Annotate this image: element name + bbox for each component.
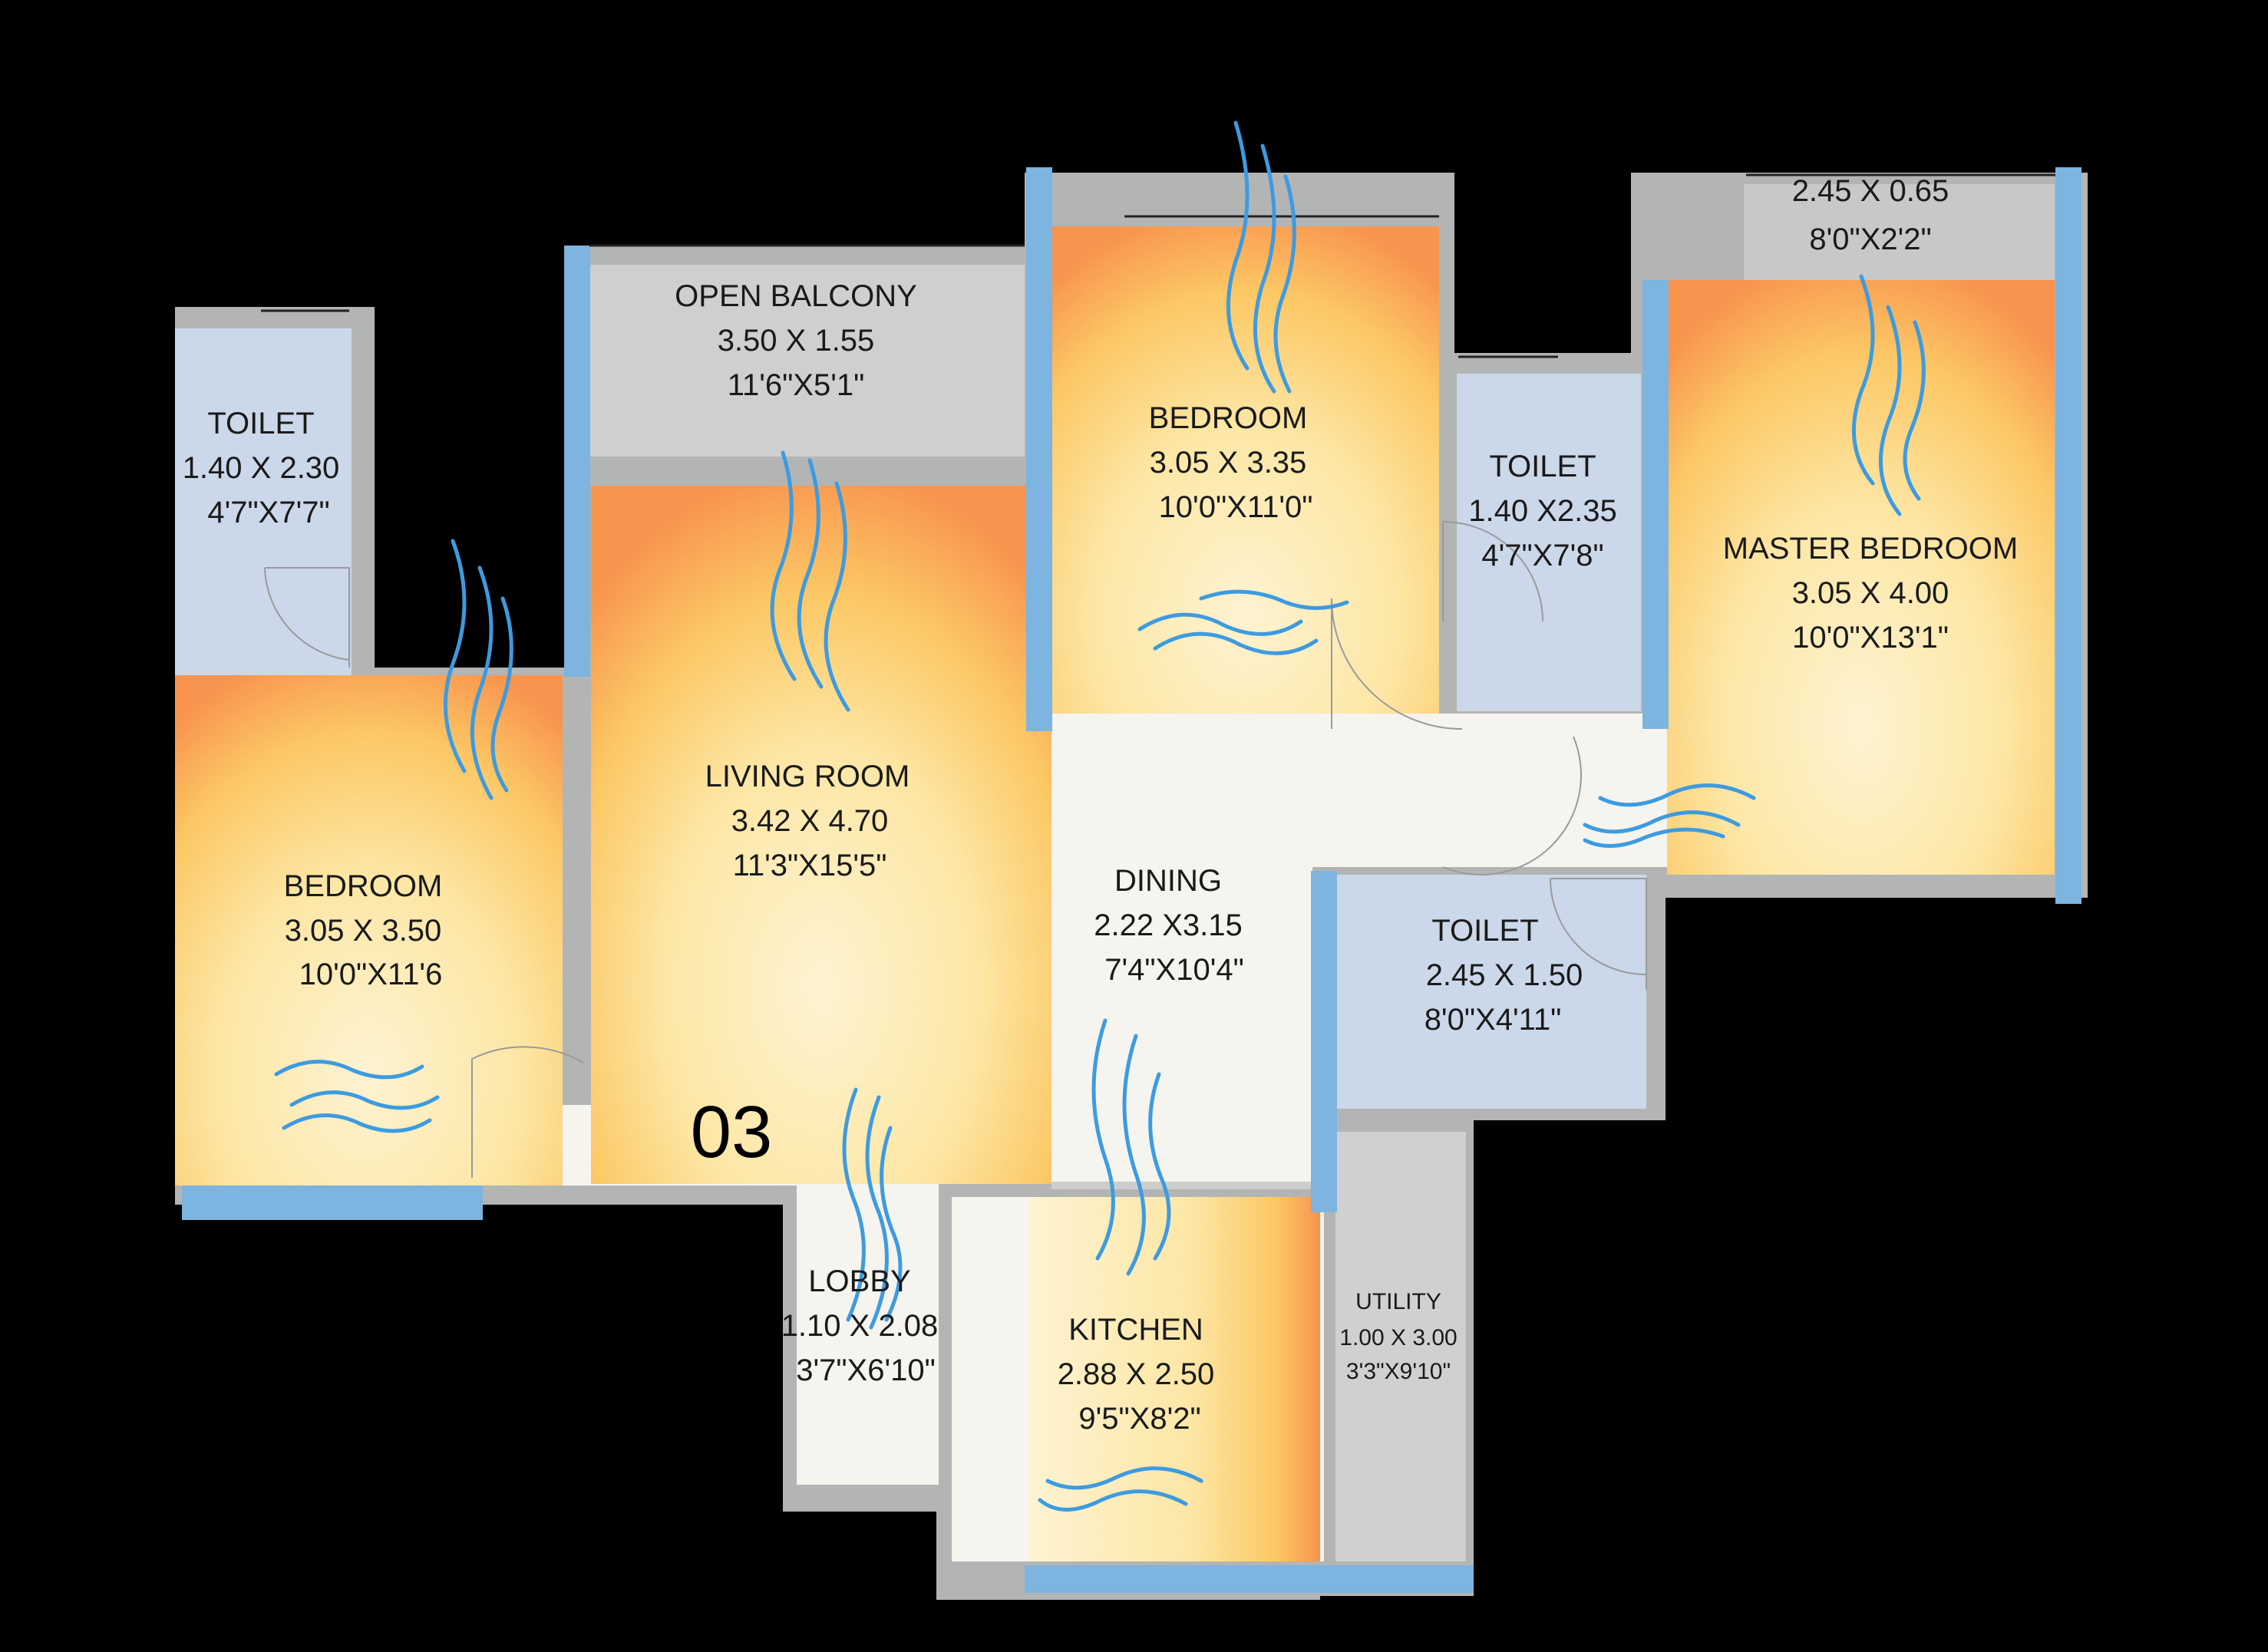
kitchen-name: KITCHEN: [1068, 1313, 1203, 1347]
doors: [264, 520, 1647, 1178]
dining-metric: 2.22 X3.15: [1094, 908, 1243, 942]
living-room-metric: 3.42 X 4.70: [731, 804, 889, 838]
master-balcony-metric: 2.45 X 0.65: [1792, 174, 1949, 208]
room-labels: TOILET 1.40 X 2.30 4'7"X7'7" BEDROOM 3.0…: [183, 174, 2019, 1436]
kitchen-metric: 2.88 X 2.50: [1058, 1357, 1215, 1391]
living-room-floor: [591, 486, 1051, 1184]
window-lines: [261, 173, 2055, 358]
toilet-right-name: TOILET: [1431, 914, 1538, 948]
toilet-right-imperial: 8'0"X4'11": [1425, 1003, 1562, 1037]
label-dining: DINING 2.22 X3.15 7'4"X10'4": [1094, 864, 1244, 987]
open-balcony-name: OPEN BALCONY: [675, 279, 917, 313]
toilet-right-floor: [1335, 875, 1646, 1109]
label-open-balcony: OPEN BALCONY 3.50 X 1.55 11'6"X5'1": [675, 279, 917, 402]
airflow-arrows: [274, 120, 1926, 1512]
unit-number: 03: [691, 1091, 773, 1173]
master-bedroom-floor: [1667, 280, 2055, 875]
toilet-right-metric: 2.45 X 1.50: [1426, 958, 1583, 992]
label-living-room: LIVING ROOM 3.42 X 4.70 11'3"X15'5": [705, 760, 910, 882]
toilet-mid-floor: [1457, 374, 1641, 711]
master-balcony-imperial: 8'0"X2'2": [1809, 223, 1931, 256]
label-master-balcony: 2.45 X 0.65 8'0"X2'2": [1792, 174, 1949, 256]
bedroom-top-imperial: 10'0"X11'0": [1159, 490, 1313, 524]
floors: [175, 184, 2055, 1561]
toilet-mid-name: TOILET: [1489, 450, 1596, 483]
lobby-imperial: 3'7"X6'10": [796, 1354, 936, 1387]
label-bedroom-top: BEDROOM 3.05 X 3.35 10'0"X11'0": [1149, 401, 1313, 524]
label-lobby: LOBBY 1.10 X 2.08 3'7"X6'10": [781, 1265, 939, 1387]
bedroom-top-metric: 3.05 X 3.35: [1150, 446, 1307, 480]
dining-imperial: 7'4"X10'4": [1104, 953, 1244, 987]
label-toilet-left: TOILET 1.40 X 2.30 4'7"X7'7": [183, 407, 340, 529]
label-bedroom-left: BEDROOM 3.05 X 3.50 10'0"X11'6: [284, 869, 443, 991]
kitchen-floor: [1028, 1197, 1320, 1561]
dining-name: DINING: [1114, 864, 1222, 898]
windows: [182, 167, 2081, 1593]
bedroom-top-name: BEDROOM: [1149, 401, 1308, 435]
toilet-mid-metric: 1.40 X2.35: [1468, 494, 1617, 528]
toilet-left-floor: [175, 328, 352, 678]
toilet-left-metric: 1.40 X 2.30: [183, 451, 340, 485]
lobby-metric: 1.10 X 2.08: [781, 1309, 939, 1343]
living-room-name: LIVING ROOM: [705, 760, 910, 793]
label-toilet-right: TOILET 2.45 X 1.50 8'0"X4'11": [1425, 914, 1583, 1037]
toilet-left-name: TOILET: [207, 407, 314, 440]
utility-name: UTILITY: [1355, 1289, 1441, 1314]
master-bedroom-metric: 3.05 X 4.00: [1792, 576, 1949, 610]
kitchen-imperial: 9'5"X8'2": [1078, 1402, 1200, 1436]
label-toilet-mid: TOILET 1.40 X2.35 4'7"X7'8": [1468, 450, 1617, 572]
toilet-left-imperial: 4'7"X7'7": [207, 496, 329, 529]
master-bedroom-imperial: 10'0"X13'1": [1792, 621, 1949, 655]
master-bedroom-name: MASTER BEDROOM: [1723, 532, 2018, 566]
living-room-imperial: 11'3"X15'5": [733, 849, 887, 882]
lobby-name: LOBBY: [808, 1265, 910, 1298]
label-master-bedroom: MASTER BEDROOM 3.05 X 4.00 10'0"X13'1": [1723, 532, 2018, 655]
open-balcony-metric: 3.50 X 1.55: [718, 324, 875, 358]
bedroom-left-imperial: 10'0"X11'6: [299, 958, 443, 991]
label-utility: UTILITY 1.00 X 3.00 3'3"X9'10": [1339, 1289, 1457, 1384]
toilet-mid-imperial: 4'7"X7'8": [1481, 539, 1603, 572]
bedroom-left-name: BEDROOM: [284, 869, 443, 903]
open-balcony-imperial: 11'6"X5'1": [728, 368, 865, 402]
utility-imperial: 3'3"X9'10": [1346, 1359, 1451, 1384]
utility-metric: 1.00 X 3.00: [1339, 1325, 1457, 1350]
label-kitchen: KITCHEN 2.88 X 2.50 9'5"X8'2": [1058, 1313, 1215, 1436]
bedroom-left-metric: 3.05 X 3.50: [285, 914, 442, 948]
